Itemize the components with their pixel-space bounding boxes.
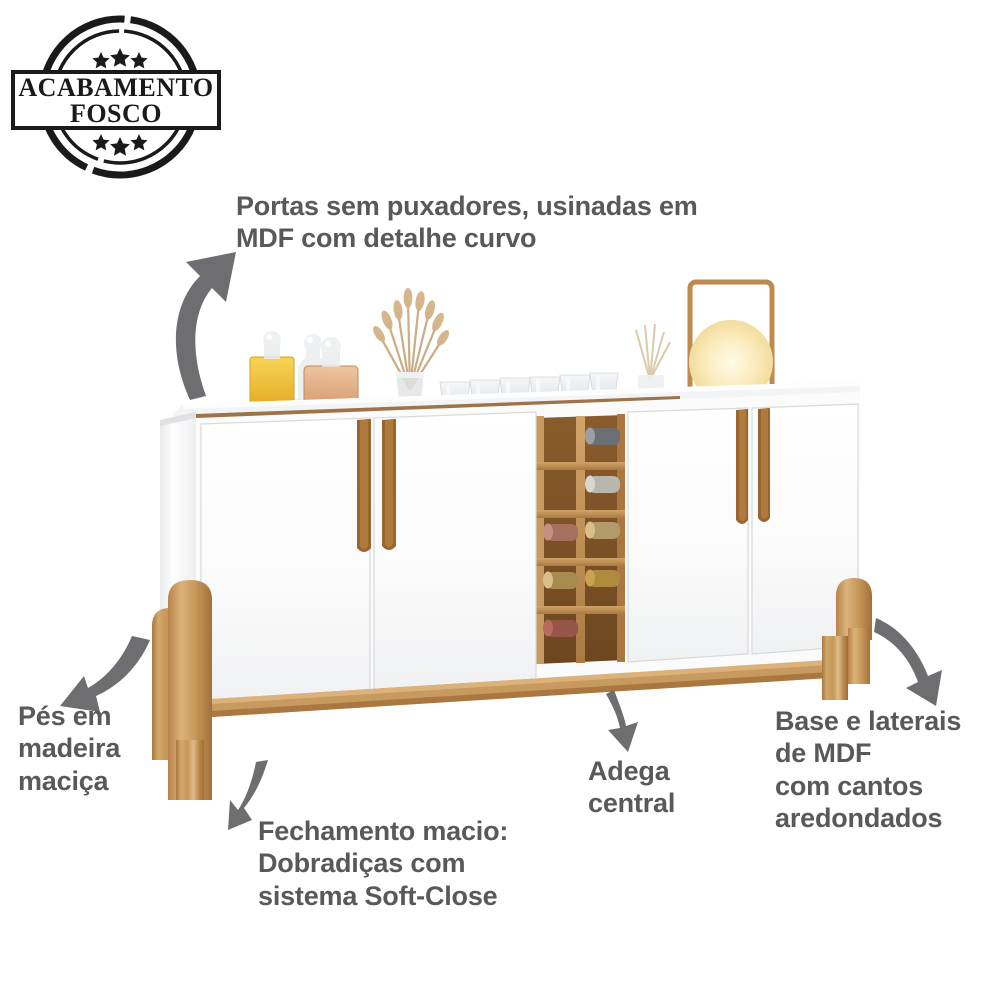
stamp-stars-top (92, 48, 148, 69)
pampas-vase-icon (373, 288, 450, 410)
door-2 (373, 411, 537, 693)
reed-diffuser-icon (635, 323, 671, 395)
stamp-stars-bottom (92, 134, 148, 156)
door-curved-grip-detail (357, 408, 770, 552)
callout-soft-close-text: Fechamento macio: Dobradiças com sistema… (258, 816, 509, 911)
wine-bottles (543, 427, 620, 637)
door-3 (627, 407, 749, 663)
door-1 (200, 417, 371, 707)
decanter-amber-icon (249, 331, 295, 410)
callout-adega-text: Adega central (588, 756, 676, 819)
stamp-line-1: ACABAMENTO (18, 73, 213, 102)
wooden-legs (152, 578, 872, 800)
stamp-line-2: FOSCO (70, 99, 162, 128)
globe-lamp-icon (687, 279, 775, 412)
callout-base-text: Base e laterais de MDF com cantos aredon… (775, 706, 962, 834)
cabinet-doors (200, 403, 859, 707)
wine-rack-adega (536, 414, 625, 664)
acabamento-fosco-stamp: ACABAMENTO FOSCO (5, 10, 235, 185)
leg-right-foot (822, 636, 848, 700)
base-rails (196, 658, 860, 718)
callout-feet-text: Pés em madeira maciça (18, 701, 121, 796)
leg-right-upper (836, 578, 872, 640)
callout-doors-text: Portas sem puxadores, usinadas em MDF co… (236, 191, 698, 254)
